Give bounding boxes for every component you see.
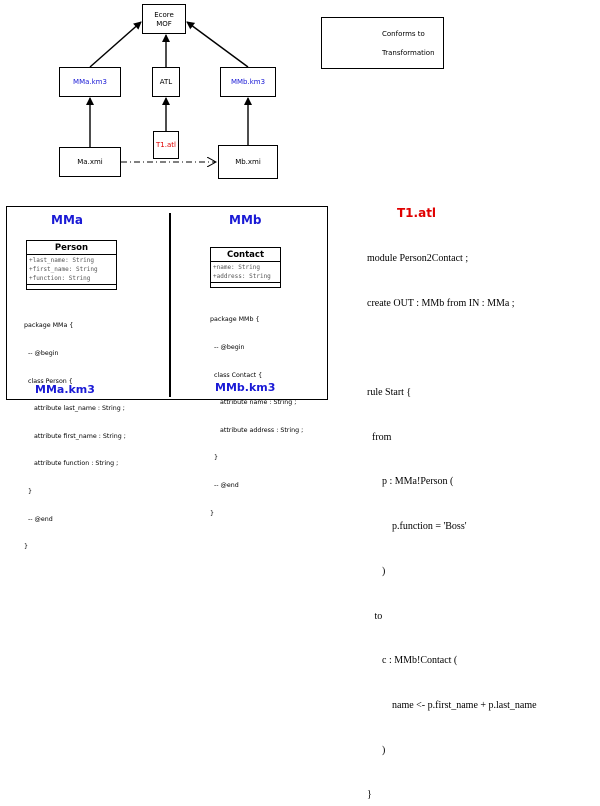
contact-attr: +name: String	[213, 264, 260, 271]
legend-conforms-label: Conforms to	[382, 30, 425, 38]
contact-attr: +address: String	[213, 273, 271, 280]
mmb-km3-code: package MMb { -- @begin class Contact { …	[210, 297, 303, 536]
atl-code-line: module Person2Contact ;	[367, 252, 469, 264]
legend: Conforms to Transformation	[321, 17, 444, 69]
contact-class-name: Contact	[211, 248, 280, 262]
conforms-arrow-mma-ecore	[89, 21, 142, 68]
atl-code-line: rule Start {	[367, 386, 412, 398]
code-line: class Person {	[24, 377, 73, 385]
code-line: -- @begin	[210, 344, 245, 352]
atl-code-line: )	[367, 565, 386, 577]
mma-km3-file-label: MMa.km3	[35, 383, 95, 396]
person-attributes: +last_name: String +first_name: String +…	[27, 255, 116, 285]
atl-code-line: to	[367, 610, 383, 622]
mma-title: MMa	[51, 213, 83, 227]
person-attr: +last_name: String	[29, 257, 95, 264]
atl-code-title: T1.atl	[397, 206, 437, 220]
code-line: attribute last_name : String ;	[24, 405, 125, 413]
person-class-box: Person +last_name: String +first_name: S…	[26, 240, 117, 290]
contact-attributes: +name: String +address: String	[211, 262, 280, 283]
ecore-label: Ecore	[154, 11, 174, 19]
atl-code-line: p.function = 'Boss'	[367, 521, 467, 533]
code-line: -- @begin	[24, 350, 59, 358]
code-line: class Contact {	[210, 371, 263, 379]
atl-code-line	[367, 341, 537, 356]
atl-code-line: )	[367, 744, 386, 756]
contact-class-box: Contact +name: String +address: String	[210, 247, 281, 288]
legend-transformation-label: Transformation	[382, 49, 435, 57]
mmb-km3-file-label: MMb.km3	[215, 381, 276, 394]
mof-label: MOF	[156, 20, 172, 28]
panel-divider	[169, 213, 171, 397]
person-attr: +function: String	[29, 275, 91, 282]
person-class-name: Person	[27, 241, 116, 255]
mma-km3-code: package MMa { -- @begin class Person { a…	[24, 303, 126, 570]
t1-atl-node: T1.atl	[153, 131, 179, 159]
ecore-mof-node: Ecore MOF	[142, 4, 186, 34]
code-line: -- @end	[210, 482, 239, 490]
mmb-km3-node: MMb.km3	[220, 67, 276, 97]
atl-code-line: }	[367, 789, 372, 801]
code-line: }	[24, 543, 29, 551]
mb-xmi-node: Mb.xmi	[218, 145, 278, 179]
code-line: }	[210, 454, 219, 462]
code-line: attribute function : String ;	[24, 460, 119, 468]
ma-xmi-node: Ma.xmi	[59, 147, 121, 177]
mma-km3-node: MMa.km3	[59, 67, 121, 97]
code-line: attribute first_name : String ;	[24, 432, 126, 440]
conforms-arrow-mmb-ecore	[186, 21, 249, 68]
code-line: attribute address : String ;	[210, 426, 304, 434]
atl-code-line: p : MMa!Person (	[367, 476, 454, 488]
code-line: }	[24, 488, 33, 496]
atl-node: ATL	[152, 67, 180, 97]
code-line: package MMb {	[210, 316, 260, 324]
code-line: }	[210, 509, 215, 517]
person-attr: +first_name: String	[29, 266, 98, 273]
atl-code-block: module Person2Contact ; create OUT : MMb…	[367, 222, 537, 806]
code-line: package MMa {	[24, 322, 74, 330]
metamodels-panel: MMa Person +last_name: String +first_nam…	[6, 206, 328, 550]
atl-code-line: name <- p.first_name + p.last_name	[367, 700, 537, 711]
mmb-title: MMb	[229, 213, 262, 227]
atl-code-line: create OUT : MMb from IN : MMa ;	[367, 297, 515, 309]
diagram-connectors	[86, 21, 369, 403]
code-line: -- @end	[24, 515, 53, 523]
atl-code-line: c : MMb!Contact (	[367, 655, 458, 667]
atl-code-line: from	[367, 431, 392, 443]
